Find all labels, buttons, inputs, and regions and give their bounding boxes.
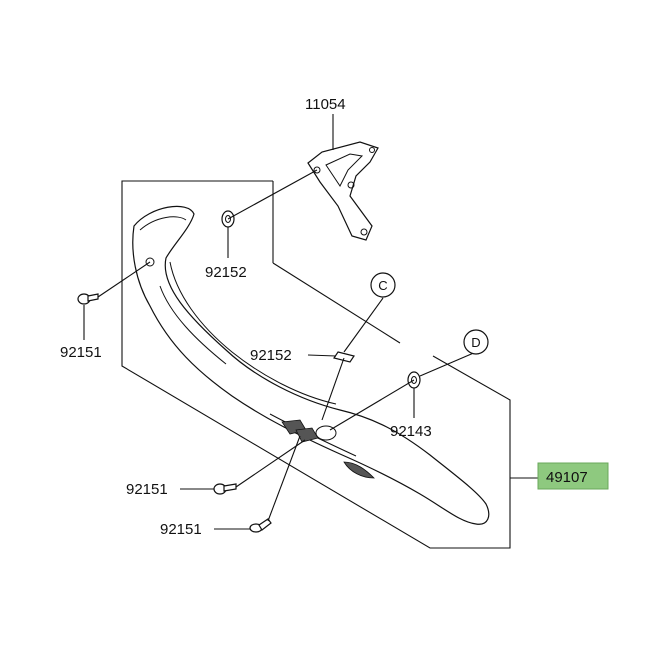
- leader-92151-lower2-axis: [267, 435, 301, 522]
- group-bracket-diag: [272, 262, 401, 344]
- ref-circle-c: C: [370, 272, 396, 298]
- svg-text:D: D: [471, 335, 480, 350]
- leader-92151-left-axis: [97, 261, 151, 298]
- ref-circle-d: D: [463, 329, 489, 355]
- bolt-92151-lower2: [249, 518, 272, 533]
- bolt-92151-left: [77, 293, 99, 305]
- svg-text:C: C: [378, 278, 387, 293]
- grommet-92152-mid: [333, 351, 355, 363]
- cover-49107-part: [132, 205, 490, 525]
- label-92152-upper: 92152: [205, 264, 247, 281]
- leader-92151-lower1-axis: [235, 439, 306, 488]
- label-49107: 49107: [546, 469, 588, 486]
- leader-92152-mid: [307, 354, 337, 357]
- bolt-92151-lower1: [213, 483, 237, 495]
- leader-92152-upper-axis: [227, 169, 318, 220]
- highlight-49107: [537, 462, 609, 490]
- group-bracket: [121, 180, 511, 549]
- bracket-11054-part: [307, 141, 379, 241]
- leader-92143-axis: [329, 379, 415, 431]
- label-11054: 11054: [305, 96, 346, 113]
- label-92151-lower2: 92151: [160, 521, 202, 538]
- leader-ref-d: [419, 351, 477, 377]
- leader-ref-c: [343, 297, 384, 353]
- label-92152-mid: 92152: [250, 347, 292, 364]
- label-92151-left: 92151: [60, 344, 102, 361]
- label-92143: 92143: [390, 423, 432, 440]
- label-92151-lower1: 92151: [126, 481, 168, 498]
- leader-92152-mid-axis: [321, 357, 345, 421]
